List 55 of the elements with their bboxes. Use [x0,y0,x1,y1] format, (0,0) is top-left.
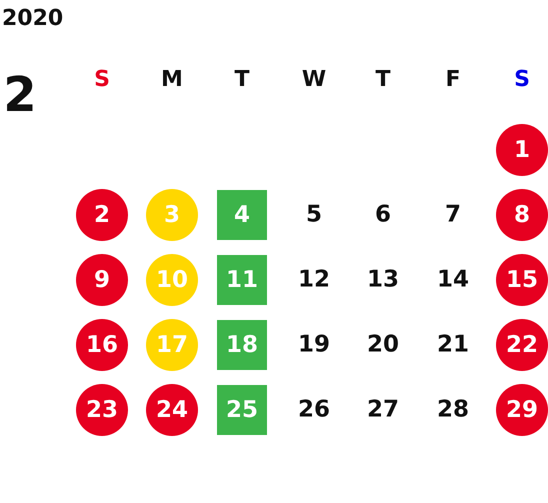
holiday-circle [496,124,548,176]
date-number: 4 [234,202,250,228]
date-number: 24 [156,397,188,423]
date-number: 29 [506,397,538,423]
date-number: 22 [506,332,538,358]
weekday-header: W [302,69,326,91]
date-number: 11 [226,267,258,293]
weekday-header: S [514,69,530,91]
date-number: 9 [94,267,110,293]
weekday-header: T [376,69,390,91]
holiday-circle [496,384,548,436]
date-number: 12 [298,268,330,292]
holiday-circle [496,319,548,371]
holiday-circle [496,189,548,241]
highlight-circle [146,254,198,306]
date-number: 7 [445,204,461,226]
date-number: 16 [86,332,118,358]
date-number: 18 [226,332,258,358]
date-number: 3 [164,202,180,228]
date-number: 19 [298,334,330,356]
weekday-header: S [94,69,110,91]
date-number: 13 [367,268,399,292]
month-number: 2 [3,71,37,119]
date-number: 14 [437,268,469,292]
highlight-square [217,190,267,240]
highlight-square [217,255,267,305]
highlight-circle [146,189,198,241]
date-number: 23 [86,397,118,423]
weekday-header: F [445,69,461,91]
holiday-circle [146,384,198,436]
weekday-header: T [234,69,250,91]
date-number: 2 [94,202,110,228]
date-number: 26 [298,398,330,422]
date-number: 15 [506,267,538,293]
weekday-header: M [161,69,183,91]
date-number: 5 [306,204,322,226]
holiday-circle [76,189,128,241]
date-number: 1 [514,137,530,163]
year-heading: 2020 [2,6,64,31]
holiday-circle [76,384,128,436]
date-number: 20 [367,334,399,356]
date-number: 10 [156,267,188,293]
highlight-circle [146,319,198,371]
date-number: 27 [367,398,399,422]
highlight-square [217,385,267,435]
date-number: 28 [437,398,469,422]
highlight-square [217,320,267,370]
date-number: 21 [437,334,469,356]
date-number: 25 [226,397,258,423]
date-number: 8 [514,202,530,228]
date-number: 17 [156,332,188,358]
date-number: 6 [375,204,391,226]
holiday-circle [76,319,128,371]
holiday-circle [76,254,128,306]
holiday-circle [496,254,548,306]
